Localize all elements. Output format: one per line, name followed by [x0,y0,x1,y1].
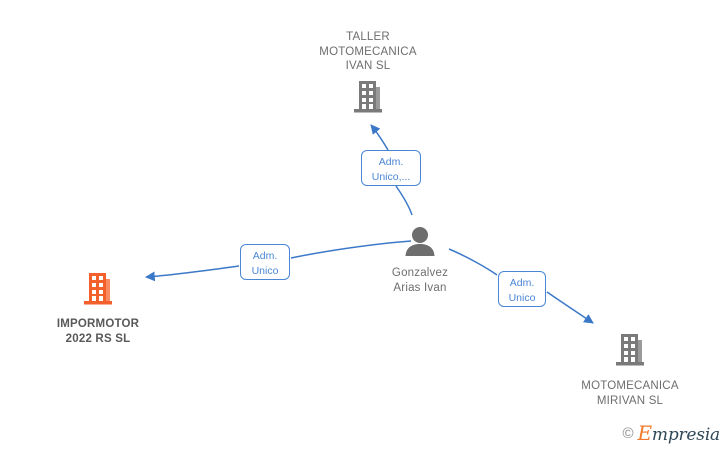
edge-label-impormotor[interactable]: Adm. Unico [240,244,290,280]
graph-node-taller[interactable]: TALLER MOTOMECANICA IVAN SL [293,30,443,121]
graph-node-person[interactable]: Gonzalvez Arias Ivan [355,226,485,296]
edge-label-taller[interactable]: Adm. Unico,... [361,150,421,186]
edge-person-to-taller-lower [395,185,413,216]
building-icon [83,272,113,312]
edge-person-to-taller-upper [370,124,389,151]
building-icon [615,333,645,373]
brand-initial: E [637,421,653,445]
node-label-taller: TALLER MOTOMECANICA IVAN SL [319,31,417,73]
empresia-watermark: © Empresia [622,423,720,444]
edge-label-mirivan[interactable]: Adm. Unico [498,271,546,307]
person-icon [403,226,437,262]
edge-person-to-mirivan-right [546,291,594,324]
graph-node-impormotor[interactable]: IMPORMOTOR 2022 RS SL [33,272,163,347]
node-label-person: Gonzalvez Arias Ivan [391,267,449,295]
node-label-impormotor: IMPORMOTOR 2022 RS SL [56,318,140,346]
brand-name: Empresia [638,423,721,444]
building-icon [353,80,383,120]
edge-person-to-impormotor-left [145,265,240,282]
copyright-icon: © [622,425,634,442]
brand-rest: mpresia [651,425,720,445]
edge-person-to-mirivan-left [448,248,498,276]
graph-node-mirivan[interactable]: MOTOMECANICA MIRIVAN SL [560,333,700,409]
node-label-mirivan: MOTOMECANICA MIRIVAN SL [581,380,679,408]
edge-person-to-impormotor-right [290,240,412,259]
